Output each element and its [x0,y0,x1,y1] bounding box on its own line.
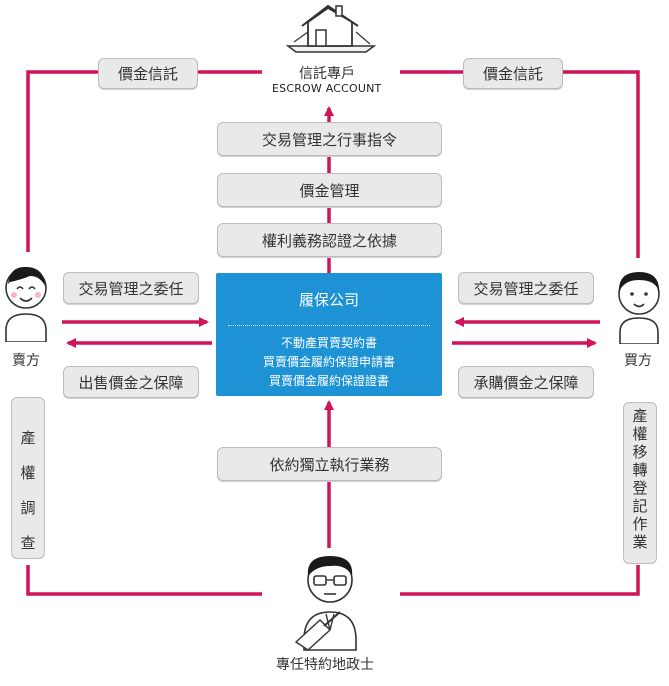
buyer-guarantee-pill: 承購價金之保障 [458,366,594,398]
top-right-pill: 價金信託 [463,58,563,89]
agent-avatar [290,550,370,652]
company-box: 履保公司 不動產買賣契約書 買賣價金履約保證申請書 買賣價金履約保證證書 [216,273,442,396]
seller-name: 賣方 [12,353,40,369]
seller-guarantee-pill: 出售價金之保障 [63,366,199,398]
seller-title-check-pill: 產 權 調 查 [11,397,45,559]
agent-name: 專任特約地政士 [276,657,374,673]
agent-task-pill: 依約獨立執行業務 [217,447,442,481]
right-bottom-line [400,565,640,596]
buyer-name: 買方 [624,353,652,369]
left-bottom-line [26,565,262,596]
instruction-pill: 交易管理之行事指令 [217,122,442,156]
company-doc-2: 買賣價金履約保證申請書 [262,355,395,369]
company-doc-1: 不動產買賣契約書 [280,336,377,350]
buyer-task-char: 作 [632,515,648,533]
company-divider [228,325,430,326]
seller-commission-pill: 交易管理之委任 [63,272,199,304]
buyer-transfer-registration-pill: 產 權 移 轉 登 記 作 業 [623,402,657,564]
buyer-task-char: 轉 [632,461,648,479]
company-doc-3: 買賣價金履約保證證書 [268,374,389,388]
buyer-task-char: 權 [632,425,648,443]
seller-task-char: 調 [20,499,36,517]
buyer-task-char: 記 [632,497,648,515]
seller-task-char: 查 [20,534,36,552]
escrow-subtitle: ESCROW ACCOUNT [272,82,382,95]
escrow-title: 信託專戶 [299,66,355,82]
buyer-avatar [612,268,666,345]
buyer-task-char: 移 [632,443,648,461]
seller-task-char: 產 [20,429,36,447]
house-icon [285,2,377,54]
buyer-task-char: 業 [632,533,648,551]
seller-task-char: 權 [20,464,36,482]
price-management-pill: 價金管理 [217,173,442,207]
rights-basis-pill: 權利義務認證之依據 [217,223,442,257]
buyer-task-char: 產 [632,407,648,425]
buyer-commission-pill: 交易管理之委任 [458,272,594,304]
buyer-task-char: 登 [632,479,648,497]
company-title: 履保公司 [298,291,359,309]
seller-avatar [0,262,52,343]
top-left-pill: 價金信託 [98,58,198,89]
